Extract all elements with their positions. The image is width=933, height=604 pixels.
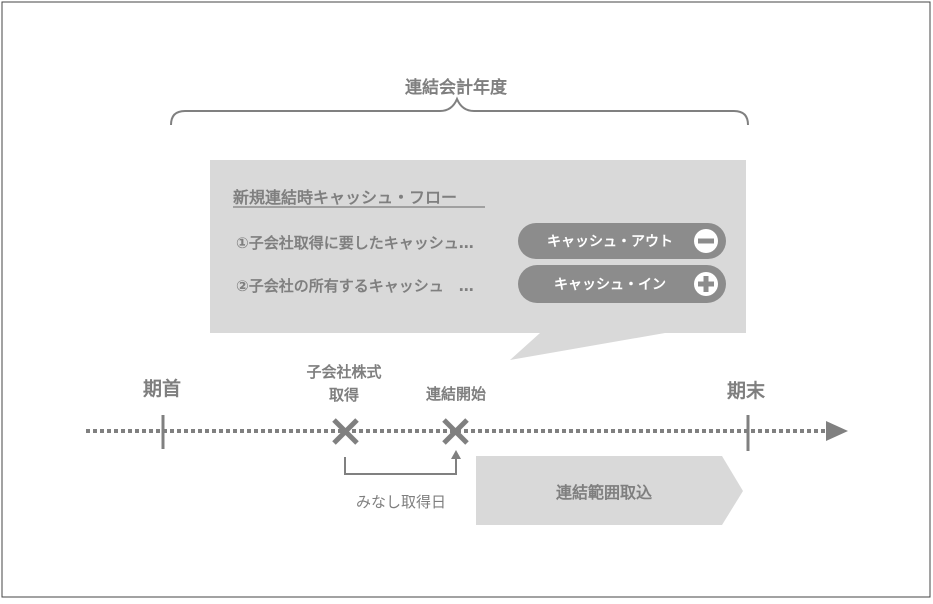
- cash-out-pill: [518, 223, 726, 259]
- deemed-date-bracket: [344, 457, 457, 475]
- consolidation-scope-label: 連結範囲取込: [556, 483, 652, 502]
- callout-panel: [210, 160, 746, 360]
- consolidation-start-label: 連結開始: [426, 385, 486, 403]
- plus-circle-icon: [694, 272, 718, 296]
- consolidation-scope-arrow: [476, 456, 743, 525]
- period-end-label: 期末: [727, 379, 766, 402]
- fiscal-year-label: 連結会計年度: [405, 77, 508, 98]
- acquisition-label-line1: 子会社株式: [306, 363, 381, 381]
- callout-title: 新規連結時キャッシュ・フロー: [233, 188, 457, 207]
- deemed-date-label: みなし取得日: [356, 493, 446, 511]
- acquisition-x-mark: [332, 418, 359, 445]
- cash-in-pill: [518, 265, 726, 303]
- minus-circle-icon: [694, 229, 718, 253]
- callout-row-1-text: ①子会社取得に要したキャッシュ…: [236, 234, 474, 252]
- deemed-date-arrowhead: [451, 450, 461, 459]
- timeline-arrowhead: [826, 421, 848, 441]
- fiscal-year-brace: [170, 96, 749, 126]
- acquisition-label-line2: 取得: [329, 386, 359, 404]
- callout-row-2-text: ②子会社の所有するキャッシュ …: [236, 277, 474, 295]
- cash-in-pill-label: キャッシュ・イン: [554, 277, 666, 293]
- consolidation-start-x-mark: [442, 418, 469, 445]
- period-start-label: 期首: [143, 377, 181, 400]
- cash-out-pill-label: キャッシュ・アウト: [547, 234, 673, 250]
